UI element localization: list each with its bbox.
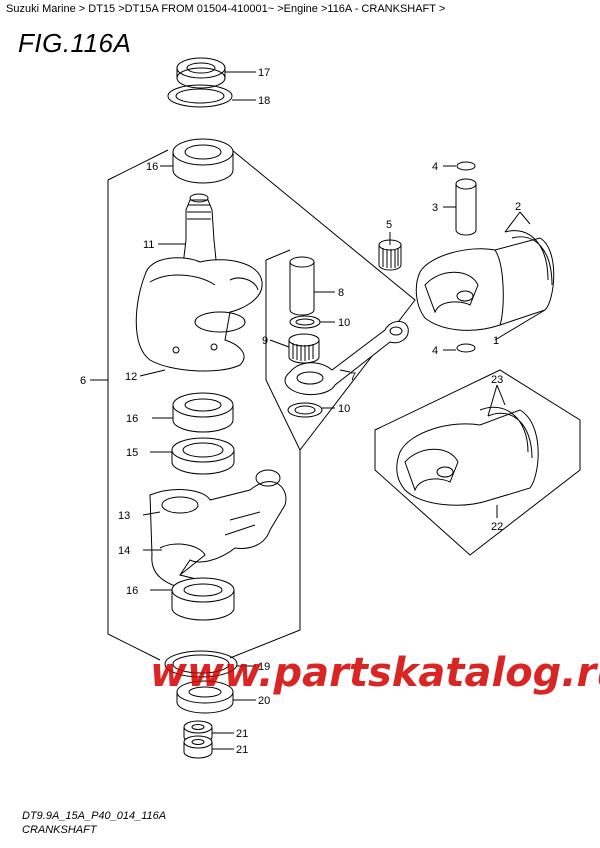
part-label-8[interactable]: 8	[338, 287, 344, 299]
part-label-2[interactable]: 2	[515, 201, 521, 213]
part-label-11[interactable]: 11	[143, 239, 154, 251]
piston-pin-3[interactable]	[455, 178, 477, 236]
crank-web-14[interactable]	[159, 543, 206, 576]
part-label-10-lower[interactable]: 10	[338, 403, 350, 415]
bearing-20[interactable]	[176, 680, 234, 714]
part-labels: 17 18 16 11 6 12 16 15 13 14 16 19 20 21…	[80, 67, 521, 756]
seal-21-lower[interactable]	[183, 735, 213, 759]
bearing-16-upper[interactable]	[172, 138, 234, 184]
part-label-16-middle[interactable]: 16	[126, 413, 138, 425]
washer-10-lower[interactable]	[287, 402, 323, 418]
crank-web-13[interactable]	[149, 469, 287, 591]
part-label-16-upper[interactable]: 16	[146, 161, 158, 173]
shim-18[interactable]	[167, 84, 233, 108]
part-label-5[interactable]: 5	[386, 219, 392, 231]
washer-10-upper[interactable]	[289, 315, 321, 329]
leader-lines	[90, 71, 546, 750]
connecting-rod-7[interactable]	[284, 321, 409, 396]
crank-web-12[interactable]	[135, 257, 263, 372]
part-label-14[interactable]: 14	[118, 545, 130, 557]
part-label-7[interactable]: 7	[350, 371, 356, 383]
part-label-13[interactable]: 13	[118, 510, 130, 522]
breadcrumb: Suzuki Marine > DT15 >DT15A FROM 01504-4…	[6, 3, 445, 15]
piston-rings-2[interactable]	[504, 230, 553, 286]
part-label-21-lower[interactable]: 21	[236, 744, 248, 756]
piston-rings-23[interactable]	[479, 406, 533, 459]
bearing-16-middle[interactable]	[172, 392, 234, 433]
circlip-4-lower[interactable]	[456, 343, 476, 353]
needle-bearing-9[interactable]	[288, 333, 320, 364]
seal-21-upper[interactable]	[183, 720, 213, 744]
o-ring-19[interactable]	[164, 650, 238, 678]
figure-title: FIG.116A	[18, 28, 132, 58]
breadcrumb-current: 116A - CRANKSHAFT	[327, 3, 436, 15]
part-label-12[interactable]: 12	[125, 371, 137, 383]
part-label-4-lower[interactable]: 4	[432, 345, 438, 357]
diagram-code: DT9.9A_15A_P40_014_116A	[22, 810, 167, 822]
breadcrumb-separator: >	[115, 3, 125, 15]
part-label-16-lower[interactable]: 16	[126, 585, 138, 597]
breadcrumb-link-dt15a[interactable]: DT15A FROM 01504-410001~	[124, 3, 275, 15]
part-label-20[interactable]: 20	[258, 695, 270, 707]
part-label-18[interactable]: 18	[258, 95, 270, 107]
assembly-6-bracket	[107, 149, 416, 661]
bearing-16-lower[interactable]	[171, 577, 235, 621]
piston-assembly-22[interactable]	[396, 409, 539, 506]
part-label-1[interactable]: 1	[493, 335, 499, 347]
breadcrumb-link-dt15[interactable]: DT15	[88, 3, 116, 15]
piston-22-box	[374, 369, 581, 556]
breadcrumb-separator: >	[317, 3, 328, 15]
diagram-name: CRANKSHAFT	[22, 824, 97, 836]
part-label-9[interactable]: 9	[262, 335, 268, 347]
part-label-21-upper[interactable]: 21	[236, 728, 248, 740]
part-label-19[interactable]: 19	[258, 661, 270, 673]
conrod-group-bracket	[265, 249, 301, 451]
circlip-4-upper[interactable]	[456, 161, 476, 171]
seal-15[interactable]	[171, 437, 235, 475]
breadcrumb-separator: >	[274, 3, 284, 15]
breadcrumb-link-suzuki-marine[interactable]: Suzuki Marine	[6, 3, 76, 15]
breadcrumb-link-engine[interactable]: Engine	[283, 3, 318, 15]
part-label-6[interactable]: 6	[80, 375, 86, 387]
part-label-4-upper[interactable]: 4	[432, 161, 438, 173]
breadcrumb-separator: >	[75, 3, 86, 15]
part-label-15[interactable]: 15	[126, 447, 138, 459]
part-label-23[interactable]: 23	[491, 374, 503, 386]
pin-8[interactable]	[289, 256, 315, 316]
part-label-10-upper[interactable]: 10	[338, 317, 350, 329]
oil-seal-17[interactable]	[176, 57, 226, 89]
breadcrumb-separator: >	[435, 3, 446, 15]
part-label-3[interactable]: 3	[432, 202, 438, 214]
piston-1[interactable]	[415, 237, 555, 331]
part-label-17[interactable]: 17	[258, 67, 270, 79]
part-label-22[interactable]: 22	[491, 521, 503, 533]
